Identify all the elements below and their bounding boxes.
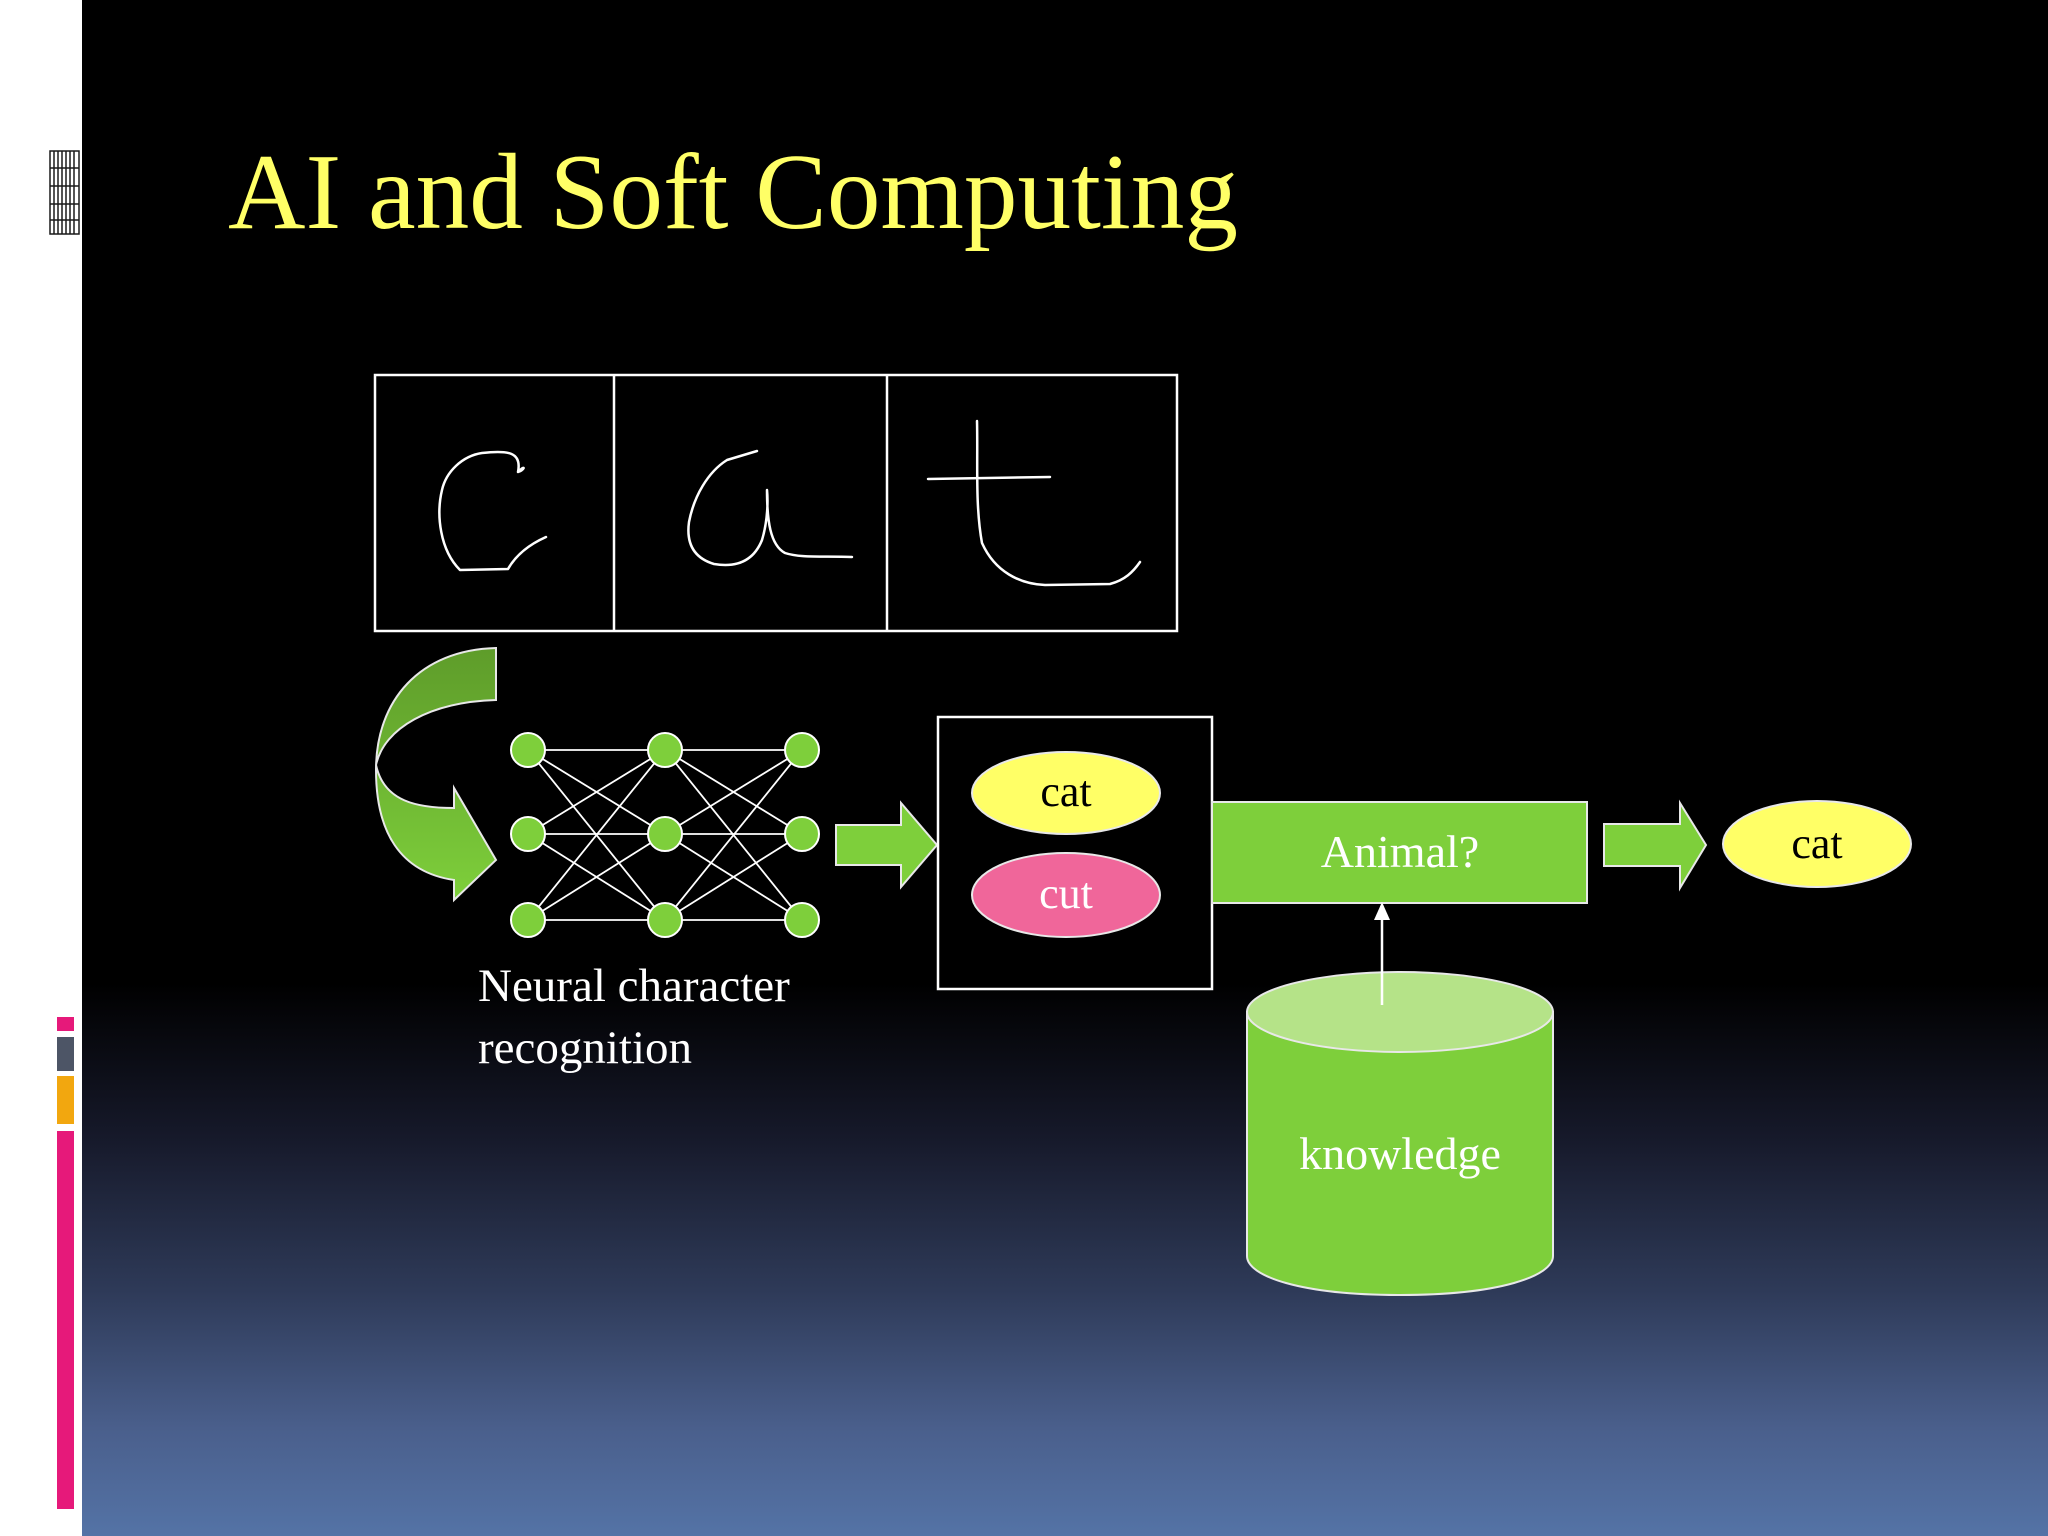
nn-edge (664, 833, 803, 921)
nn-edge (664, 749, 803, 835)
nn-caption-line2: recognition (478, 1022, 692, 1074)
handwritten-letter-a (687, 449, 854, 567)
nn-node (647, 902, 683, 938)
handwriting-box-frame (373, 373, 1179, 633)
nn-node (784, 816, 820, 852)
neural-network-nodes (510, 732, 820, 938)
output-cat-label: cat (1791, 819, 1842, 868)
accent-bar-gray (57, 1037, 74, 1071)
curved-arrow (374, 646, 498, 903)
accent-bar-orange (57, 1076, 74, 1124)
accent-bar-pink-top (57, 1017, 74, 1031)
classifier-box (1211, 801, 1588, 904)
handwriting-grid (373, 373, 1179, 633)
arrow-to-output (1603, 799, 1708, 892)
candidate-cut-label: cut (1039, 869, 1093, 918)
candidate-cat-oval (971, 751, 1161, 835)
nn-edge (527, 833, 666, 921)
neural-network-edges (527, 749, 803, 921)
nn-caption-line1: Neural character (478, 960, 790, 1012)
nn-node (784, 902, 820, 938)
nn-edge (527, 749, 666, 835)
nn-edge (527, 749, 666, 921)
candidate-cat-label: cat (1040, 767, 1091, 816)
accent-bar-pink-long (57, 1131, 74, 1509)
knowledge-cylinder (1246, 971, 1554, 1297)
slide-title: AI and Soft Computing (228, 133, 1238, 252)
nn-node (647, 816, 683, 852)
classifier-label: Animal? (1321, 826, 1479, 877)
nn-node (784, 732, 820, 768)
candidate-cut-oval (971, 852, 1161, 938)
slide-logo-icon (49, 150, 80, 235)
knowledge-label: knowledge (1299, 1128, 1501, 1179)
arrow-to-candidates (835, 800, 939, 890)
handwritten-letter-c (438, 450, 548, 572)
nn-node (510, 732, 546, 768)
nn-edge (664, 749, 803, 921)
handwritten-letter-t (926, 419, 1142, 587)
output-cat-oval (1722, 800, 1912, 888)
nn-node (510, 816, 546, 852)
knowledge-arrow (1374, 902, 1390, 1005)
nn-node (510, 902, 546, 938)
nn-node (647, 732, 683, 768)
